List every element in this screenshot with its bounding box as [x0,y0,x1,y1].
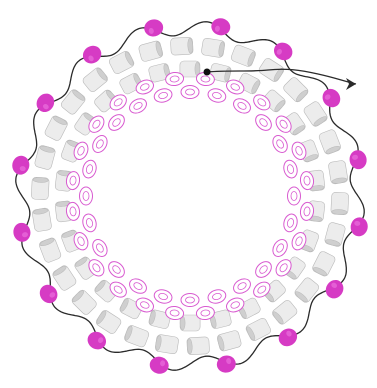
inner-pink-ring-bead [207,288,228,305]
outer-gray-tube [324,222,346,248]
pink-bead [349,216,369,238]
inner-pink-ring-bead [153,87,174,104]
outer-gray-tube [95,309,123,335]
inner-pink-ring-bead [81,213,98,234]
pink-bead [79,42,104,67]
pink-bead [275,325,300,350]
inner-pink-ring-bead [231,96,253,116]
pink-bead [143,18,165,39]
pink-bead [11,154,31,176]
outer-gray-tube [81,66,109,93]
inner-pink-ring-bead [127,96,149,116]
outer-gray-tube [32,208,52,232]
outer-gray-tube [44,115,69,142]
pink-bead [319,85,344,110]
middle-gray-tube-ring [55,61,326,331]
outer-gray-tube [31,177,49,200]
outer-gray-tube [271,299,299,326]
outer-gray-tube [70,289,98,317]
pink-bead [210,17,232,37]
outer-gray-tube [170,37,193,55]
outer-gray-tube [293,276,320,304]
inner-pink-ring-bead [153,288,174,305]
inner-pink-ring-bead [270,237,290,259]
outer-gray-tube [318,129,342,156]
pink-bead [148,355,170,375]
outer-gray-tube [123,324,150,348]
outer-gray-tube [230,44,257,68]
outer-gray-tube [38,237,62,264]
outer-gray-tube [311,250,336,277]
inner-pink-ring-bead [288,187,301,205]
inner-pink-ring-bead [90,237,110,259]
middle-gray-tube [180,61,200,77]
outer-gray-tube-ring [31,37,349,355]
outer-gray-tube [108,50,135,75]
inner-pink-ring-bead [81,159,98,180]
inner-pink-ring-bead [80,187,93,205]
inner-pink-ring-bead [253,259,275,281]
inner-pink-ring-bead [127,276,149,296]
inner-pink-ring-bead [181,294,199,307]
inner-pink-ring-bead [181,86,199,99]
outer-gray-tube [216,330,242,352]
outer-gray-tube [60,88,87,116]
outer-gray-tube [331,192,349,215]
outer-gray-tube [155,334,179,354]
pink-bead [215,354,237,375]
inner-pink-ring-bead [231,276,253,296]
outer-gray-tube [187,337,210,355]
inner-pink-ring-bead [282,159,299,180]
middle-gray-tube [180,315,200,331]
outer-gray-tube [245,317,272,342]
inner-pink-ring-bead [282,213,299,234]
inner-pink-ring-bead [90,133,110,155]
outer-gray-tube [34,145,56,171]
arrowhead-icon [346,78,356,90]
inner-pink-ring-bead [106,259,128,281]
inner-pink-ring-bead [270,133,290,155]
outer-gray-tube [138,40,164,62]
thread-start-dot [204,69,211,76]
inner-pink-ring-bead [253,112,275,134]
pink-bead [348,149,369,171]
inner-pink-ring-bead [106,112,128,134]
outer-gray-tube [51,264,77,292]
inner-pink-ring-bead [207,87,228,104]
pink-bead [36,281,61,306]
outer-gray-tube [328,160,348,184]
pink-bead [12,221,33,243]
outer-gray-tube [302,100,328,128]
outer-gray-tube [201,38,225,58]
outer-gray-tube [282,76,310,104]
